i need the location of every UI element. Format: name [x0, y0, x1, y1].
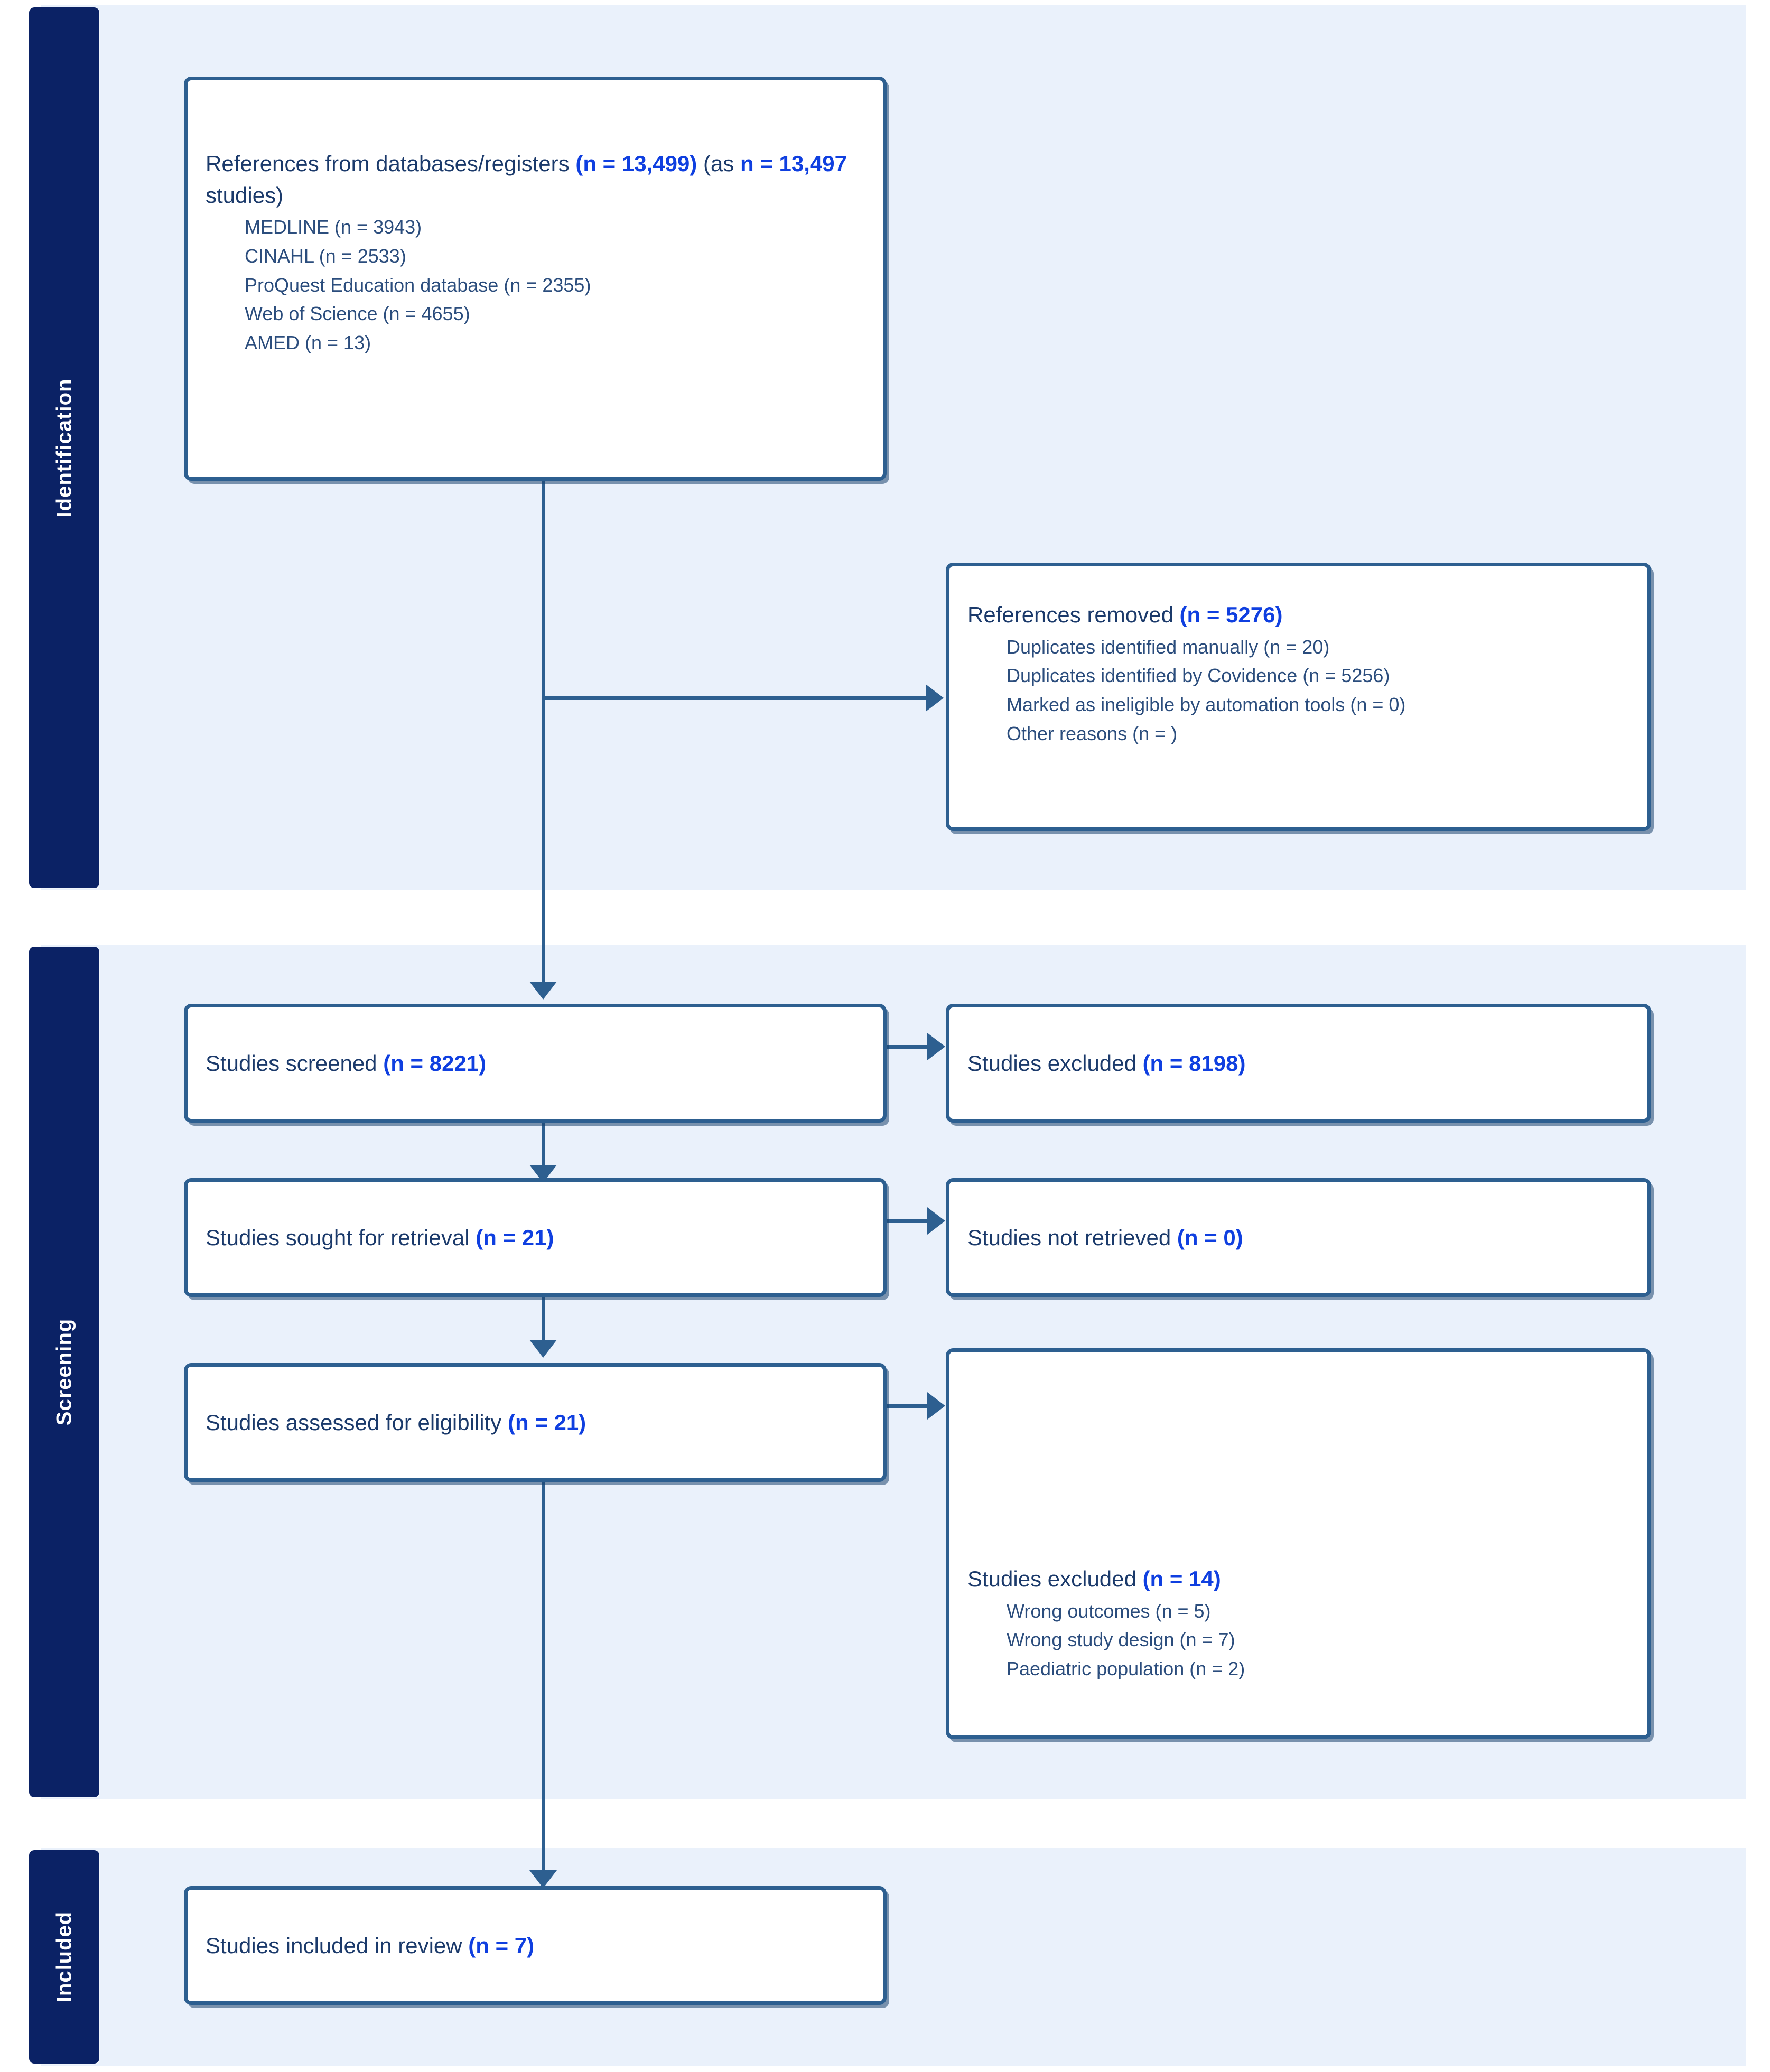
records-removed-title-text: References removed — [967, 602, 1180, 627]
studies-included-count: (n = 7) — [468, 1933, 535, 1958]
records-excluded-count: (n = 8198) — [1142, 1050, 1246, 1076]
records-screened-title-text: Studies screened — [206, 1050, 384, 1076]
list-item: Paediatric population (n = 2) — [1007, 1658, 1245, 1680]
records-identified-source-list: MEDLINE (n = 3943) CINAHL (n = 2533) Pro… — [206, 213, 865, 358]
studies-included-title: Studies included in review (n = 7) — [206, 1930, 865, 1962]
box-records-identified: References from databases/registers (n =… — [184, 77, 887, 481]
studies-included-title-text: Studies included in review — [206, 1933, 469, 1958]
records-removed-title: References removed (n = 5276) — [967, 599, 1629, 631]
records-excluded-title-text: Studies excluded — [967, 1050, 1143, 1076]
box-records-removed-content: References removed (n = 5276) Duplicates… — [949, 599, 1647, 749]
box-records-identified-content: References from databases/registers (n =… — [188, 148, 883, 358]
reports-sought-title: Studies sought for retrieval (n = 21) — [206, 1222, 865, 1254]
connector-sought-to-assessed — [542, 1291, 545, 1354]
reports-sought-title-text: Studies sought for retrieval — [206, 1225, 476, 1250]
arrow-down-to-included — [529, 1870, 557, 1888]
list-item: Other reasons (n = ) — [1007, 722, 1178, 744]
reports-assessed-title-text: Studies assessed for eligibility — [206, 1410, 508, 1435]
phase-label-screening: Screening — [52, 1318, 76, 1426]
box-reports-assessed: Studies assessed for eligibility (n = 21… — [184, 1363, 887, 1482]
records-removed-reason-list: Duplicates identified manually (n = 20) … — [967, 633, 1629, 749]
records-identified-title: References from databases/registers (n =… — [206, 148, 865, 211]
list-item: AMED (n = 13) — [245, 332, 371, 354]
box-records-screened: Studies screened (n = 8221) — [184, 1004, 887, 1123]
phase-bar-identification: Identification — [29, 7, 99, 888]
records-identified-title-text-2: (as — [697, 151, 740, 176]
box-records-screened-content: Studies screened (n = 8221) — [188, 1048, 883, 1079]
box-reports-sought: Studies sought for retrieval (n = 21) — [184, 1178, 887, 1297]
list-item: Wrong study design (n = 7) — [1007, 1629, 1235, 1651]
arrow-down-to-assessed — [529, 1340, 557, 1358]
records-screened-title: Studies screened (n = 8221) — [206, 1048, 865, 1079]
box-records-removed: References removed (n = 5276) Duplicates… — [946, 563, 1651, 831]
records-identified-title-text-3: studies) — [206, 182, 284, 208]
box-reports-excluded: Studies excluded (n = 14) Wrong outcomes… — [946, 1348, 1651, 1739]
connector-assessed-to-included — [542, 1476, 545, 1877]
records-identified-count-1: (n = 13,499) — [575, 151, 697, 176]
reports-assessed-count: (n = 21) — [507, 1410, 586, 1435]
reports-excluded-title-text: Studies excluded — [967, 1566, 1143, 1591]
connector-screened-to-sought — [542, 1116, 545, 1179]
connector-assessed-to-reports-excluded — [886, 1404, 928, 1408]
box-records-excluded-content: Studies excluded (n = 8198) — [949, 1048, 1647, 1079]
records-screened-count: (n = 8221) — [383, 1050, 487, 1076]
records-removed-count: (n = 5276) — [1179, 602, 1283, 627]
box-reports-not-retrieved: Studies not retrieved (n = 0) — [946, 1178, 1651, 1297]
phase-bar-screening: Screening — [29, 947, 99, 1797]
phase-label-identification: Identification — [52, 378, 76, 517]
reports-not-retrieved-title: Studies not retrieved (n = 0) — [967, 1222, 1629, 1254]
phase-label-included: Included — [52, 1911, 76, 2003]
arrow-right-to-reports-excluded — [927, 1392, 945, 1420]
connector-screened-to-excluded — [886, 1045, 928, 1049]
box-reports-excluded-content: Studies excluded (n = 14) Wrong outcomes… — [949, 1563, 1647, 1684]
connector-to-removed — [542, 696, 927, 700]
list-item: MEDLINE (n = 3943) — [245, 216, 422, 238]
box-studies-included-content: Studies included in review (n = 7) — [188, 1930, 883, 1962]
box-records-excluded: Studies excluded (n = 8198) — [946, 1004, 1651, 1123]
reports-excluded-reason-list: Wrong outcomes (n = 5) Wrong study desig… — [967, 1597, 1629, 1684]
reports-assessed-title: Studies assessed for eligibility (n = 21… — [206, 1407, 865, 1439]
records-identified-title-text-1: References from databases/registers — [206, 151, 576, 176]
list-item: Duplicates identified by Covidence (n = … — [1007, 665, 1390, 687]
reports-excluded-title: Studies excluded (n = 14) — [967, 1563, 1629, 1595]
reports-sought-count: (n = 21) — [476, 1225, 554, 1250]
records-excluded-title: Studies excluded (n = 8198) — [967, 1048, 1629, 1079]
arrow-right-to-not-retrieved — [927, 1207, 945, 1235]
box-reports-sought-content: Studies sought for retrieval (n = 21) — [188, 1222, 883, 1254]
list-item: ProQuest Education database (n = 2355) — [245, 274, 591, 296]
connector-sought-to-not-retrieved — [886, 1219, 928, 1223]
list-item: Wrong outcomes (n = 5) — [1007, 1600, 1211, 1622]
list-item: Marked as ineligible by automation tools… — [1007, 694, 1406, 716]
list-item: Web of Science (n = 4655) — [245, 303, 470, 325]
box-reports-not-retrieved-content: Studies not retrieved (n = 0) — [949, 1222, 1647, 1254]
arrow-down-to-screened — [529, 982, 557, 1000]
list-item: Duplicates identified manually (n = 20) — [1007, 636, 1330, 658]
reports-not-retrieved-count: (n = 0) — [1177, 1225, 1243, 1250]
records-identified-count-2: n = 13,497 — [740, 151, 847, 176]
phase-bar-included: Included — [29, 1850, 99, 2064]
box-reports-assessed-content: Studies assessed for eligibility (n = 21… — [188, 1407, 883, 1439]
arrow-right-to-excluded — [927, 1033, 945, 1060]
connector-vertical-main — [542, 478, 545, 985]
arrow-right-to-removed — [926, 684, 944, 712]
reports-excluded-count: (n = 14) — [1142, 1566, 1221, 1591]
list-item: CINAHL (n = 2533) — [245, 245, 406, 267]
reports-not-retrieved-title-text: Studies not retrieved — [967, 1225, 1177, 1250]
box-studies-included: Studies included in review (n = 7) — [184, 1886, 887, 2005]
